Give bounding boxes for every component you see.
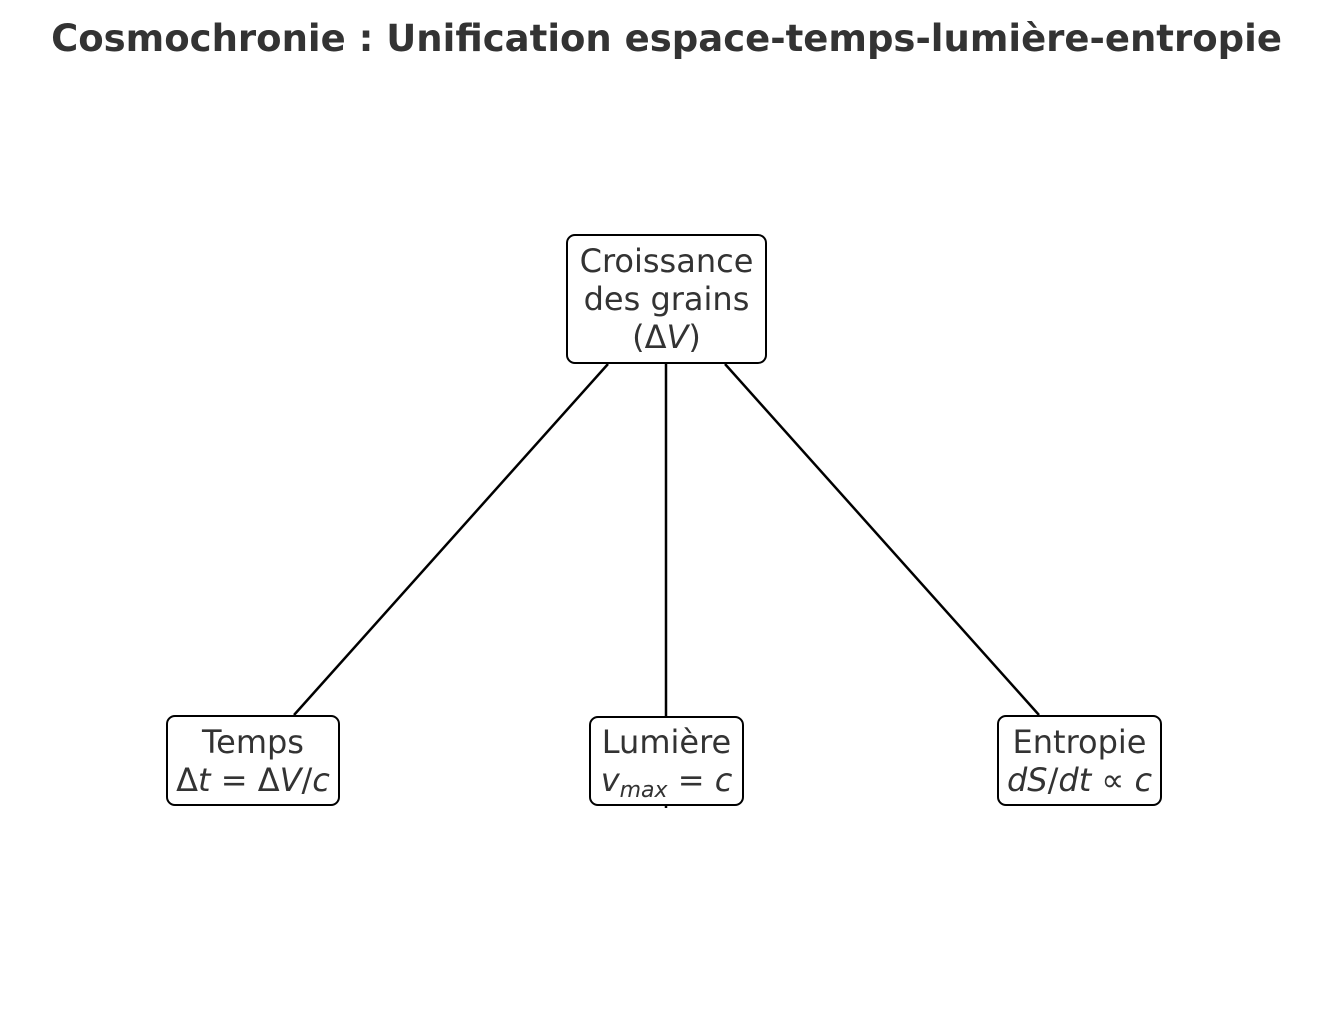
node-lumiere: Lumière vmax = c bbox=[589, 716, 744, 806]
node-temps-label: Temps bbox=[202, 722, 304, 761]
edge-root-entropie bbox=[724, 363, 1040, 716]
node-entropie: Entropie dS/dt ∝ c bbox=[997, 715, 1162, 806]
node-croissance-des-grains: Croissance des grains (ΔV) bbox=[566, 234, 767, 364]
node-entropie-label: Entropie bbox=[1012, 722, 1147, 761]
edge-root-temps bbox=[293, 363, 609, 716]
node-lumiere-label: Lumière bbox=[601, 723, 732, 761]
node-temps: Temps Δt = ΔV/c bbox=[166, 715, 340, 806]
node-root-line2: des grains bbox=[583, 280, 750, 318]
node-entropie-formula: dS/dt ∝ c bbox=[1006, 760, 1153, 799]
node-root-formula: (ΔV) bbox=[632, 318, 701, 356]
node-root-line1: Croissance bbox=[579, 242, 754, 280]
node-lumiere-formula: vmax = c bbox=[600, 761, 733, 803]
diagram-title: Cosmochronie : Unification espace-temps-… bbox=[51, 17, 1282, 60]
node-temps-formula: Δt = ΔV/c bbox=[176, 760, 330, 799]
